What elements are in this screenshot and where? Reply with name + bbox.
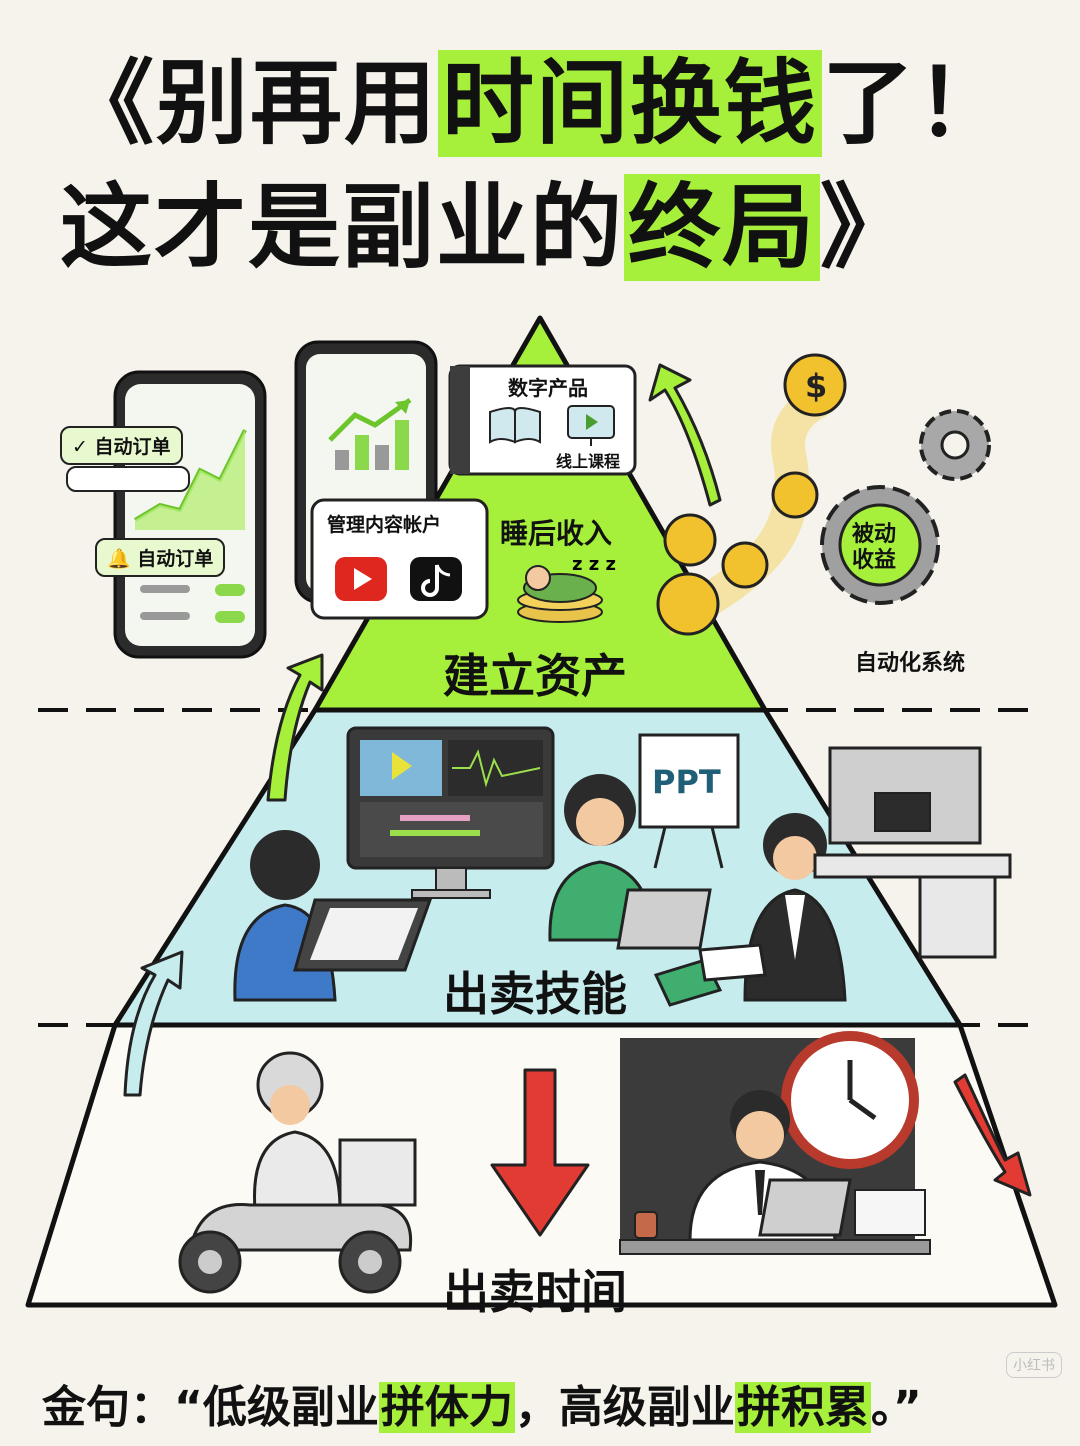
passive-income-line-2: 收益 <box>852 548 897 573</box>
desk-icon <box>813 746 1012 959</box>
digital-products-label: 数字产品 <box>508 376 588 400</box>
arrow-up-left-mid <box>123 950 184 1097</box>
sleep-income-label: 睡后收入 <box>500 517 613 550</box>
auto-order-tag-1: ✓ 自动订单 <box>60 426 183 465</box>
watermark: 小红书 <box>1006 1352 1062 1378</box>
online-course-label: 线上课程 <box>556 452 621 471</box>
woman-tablet-icon <box>233 830 433 1002</box>
tired-worker-icon <box>619 1090 931 1255</box>
red-arrow-down-right <box>953 1073 1032 1197</box>
ppt-label: PPT <box>652 763 721 801</box>
quote-middle: ，高级副业 <box>514 1382 735 1433</box>
auto-order-note-bubble <box>66 466 190 492</box>
title-line-2: 这才是副业的终局》 <box>60 174 1080 281</box>
video-course-icon <box>567 405 615 446</box>
monitor-icon <box>346 726 555 899</box>
passive-income-label: 被动收益 <box>852 522 896 574</box>
arrow-up-top <box>648 363 722 507</box>
youtube-icon <box>335 557 387 601</box>
quote-suffix: 。” <box>870 1382 922 1433</box>
coins-icon: $ <box>656 353 847 636</box>
automation-system-label: 自动化系统 <box>855 651 966 676</box>
auto-order-label-2: 自动订单 <box>137 548 214 570</box>
tier-label-top: 建立资产 <box>443 649 627 703</box>
title-highlight-2: 终局 <box>624 174 821 281</box>
tier-label-bottom: 出卖时间 <box>443 1265 627 1319</box>
business-woman-icon <box>743 813 847 1002</box>
svg-text:z z z: z z z <box>572 554 616 575</box>
gear-icon <box>820 409 991 605</box>
tier-label-middle: 出卖技能 <box>443 967 627 1021</box>
delivery-scooter-icon <box>178 1051 417 1294</box>
sleeping-baby-icon: z z z <box>517 554 616 623</box>
quote-line: 金句：“低级副业拼体力，高级副业拼积累。” <box>42 1382 922 1433</box>
presentation-board-icon <box>638 733 740 869</box>
title-suffix-2: 》 <box>820 174 915 281</box>
passive-income-line-1: 被动 <box>852 522 897 547</box>
quote-highlight-1: 拼体力 <box>378 1382 515 1433</box>
quote-prefix: 金句：“低级副业 <box>42 1382 379 1433</box>
manage-accounts-label: 管理内容帐户 <box>327 514 442 536</box>
title-prefix-1: 《别再用 <box>62 50 439 157</box>
title-suffix-1: 了！ <box>822 50 1011 157</box>
auto-order-label-1: 自动订单 <box>94 436 171 458</box>
arrow-up-left-top <box>266 653 324 802</box>
red-arrow-down-center <box>490 1068 590 1237</box>
quote-highlight-2: 拼积累 <box>734 1382 871 1433</box>
title-line-1: 《别再用时间换钱了！ <box>62 50 1080 157</box>
tiktok-icon <box>410 557 462 601</box>
woman-laptop-icon <box>548 774 712 950</box>
title-prefix-2: 这才是副业的 <box>60 174 625 281</box>
book-icon <box>489 407 541 444</box>
bell-icon: 🔔 <box>107 548 131 570</box>
title-highlight-1: 时间换钱 <box>438 50 823 157</box>
auto-order-tag-2: 🔔 自动订单 <box>95 538 226 577</box>
phone-left-icon <box>113 370 267 659</box>
svg-text:$: $ <box>805 367 827 405</box>
notebooks-icon <box>653 943 767 1007</box>
